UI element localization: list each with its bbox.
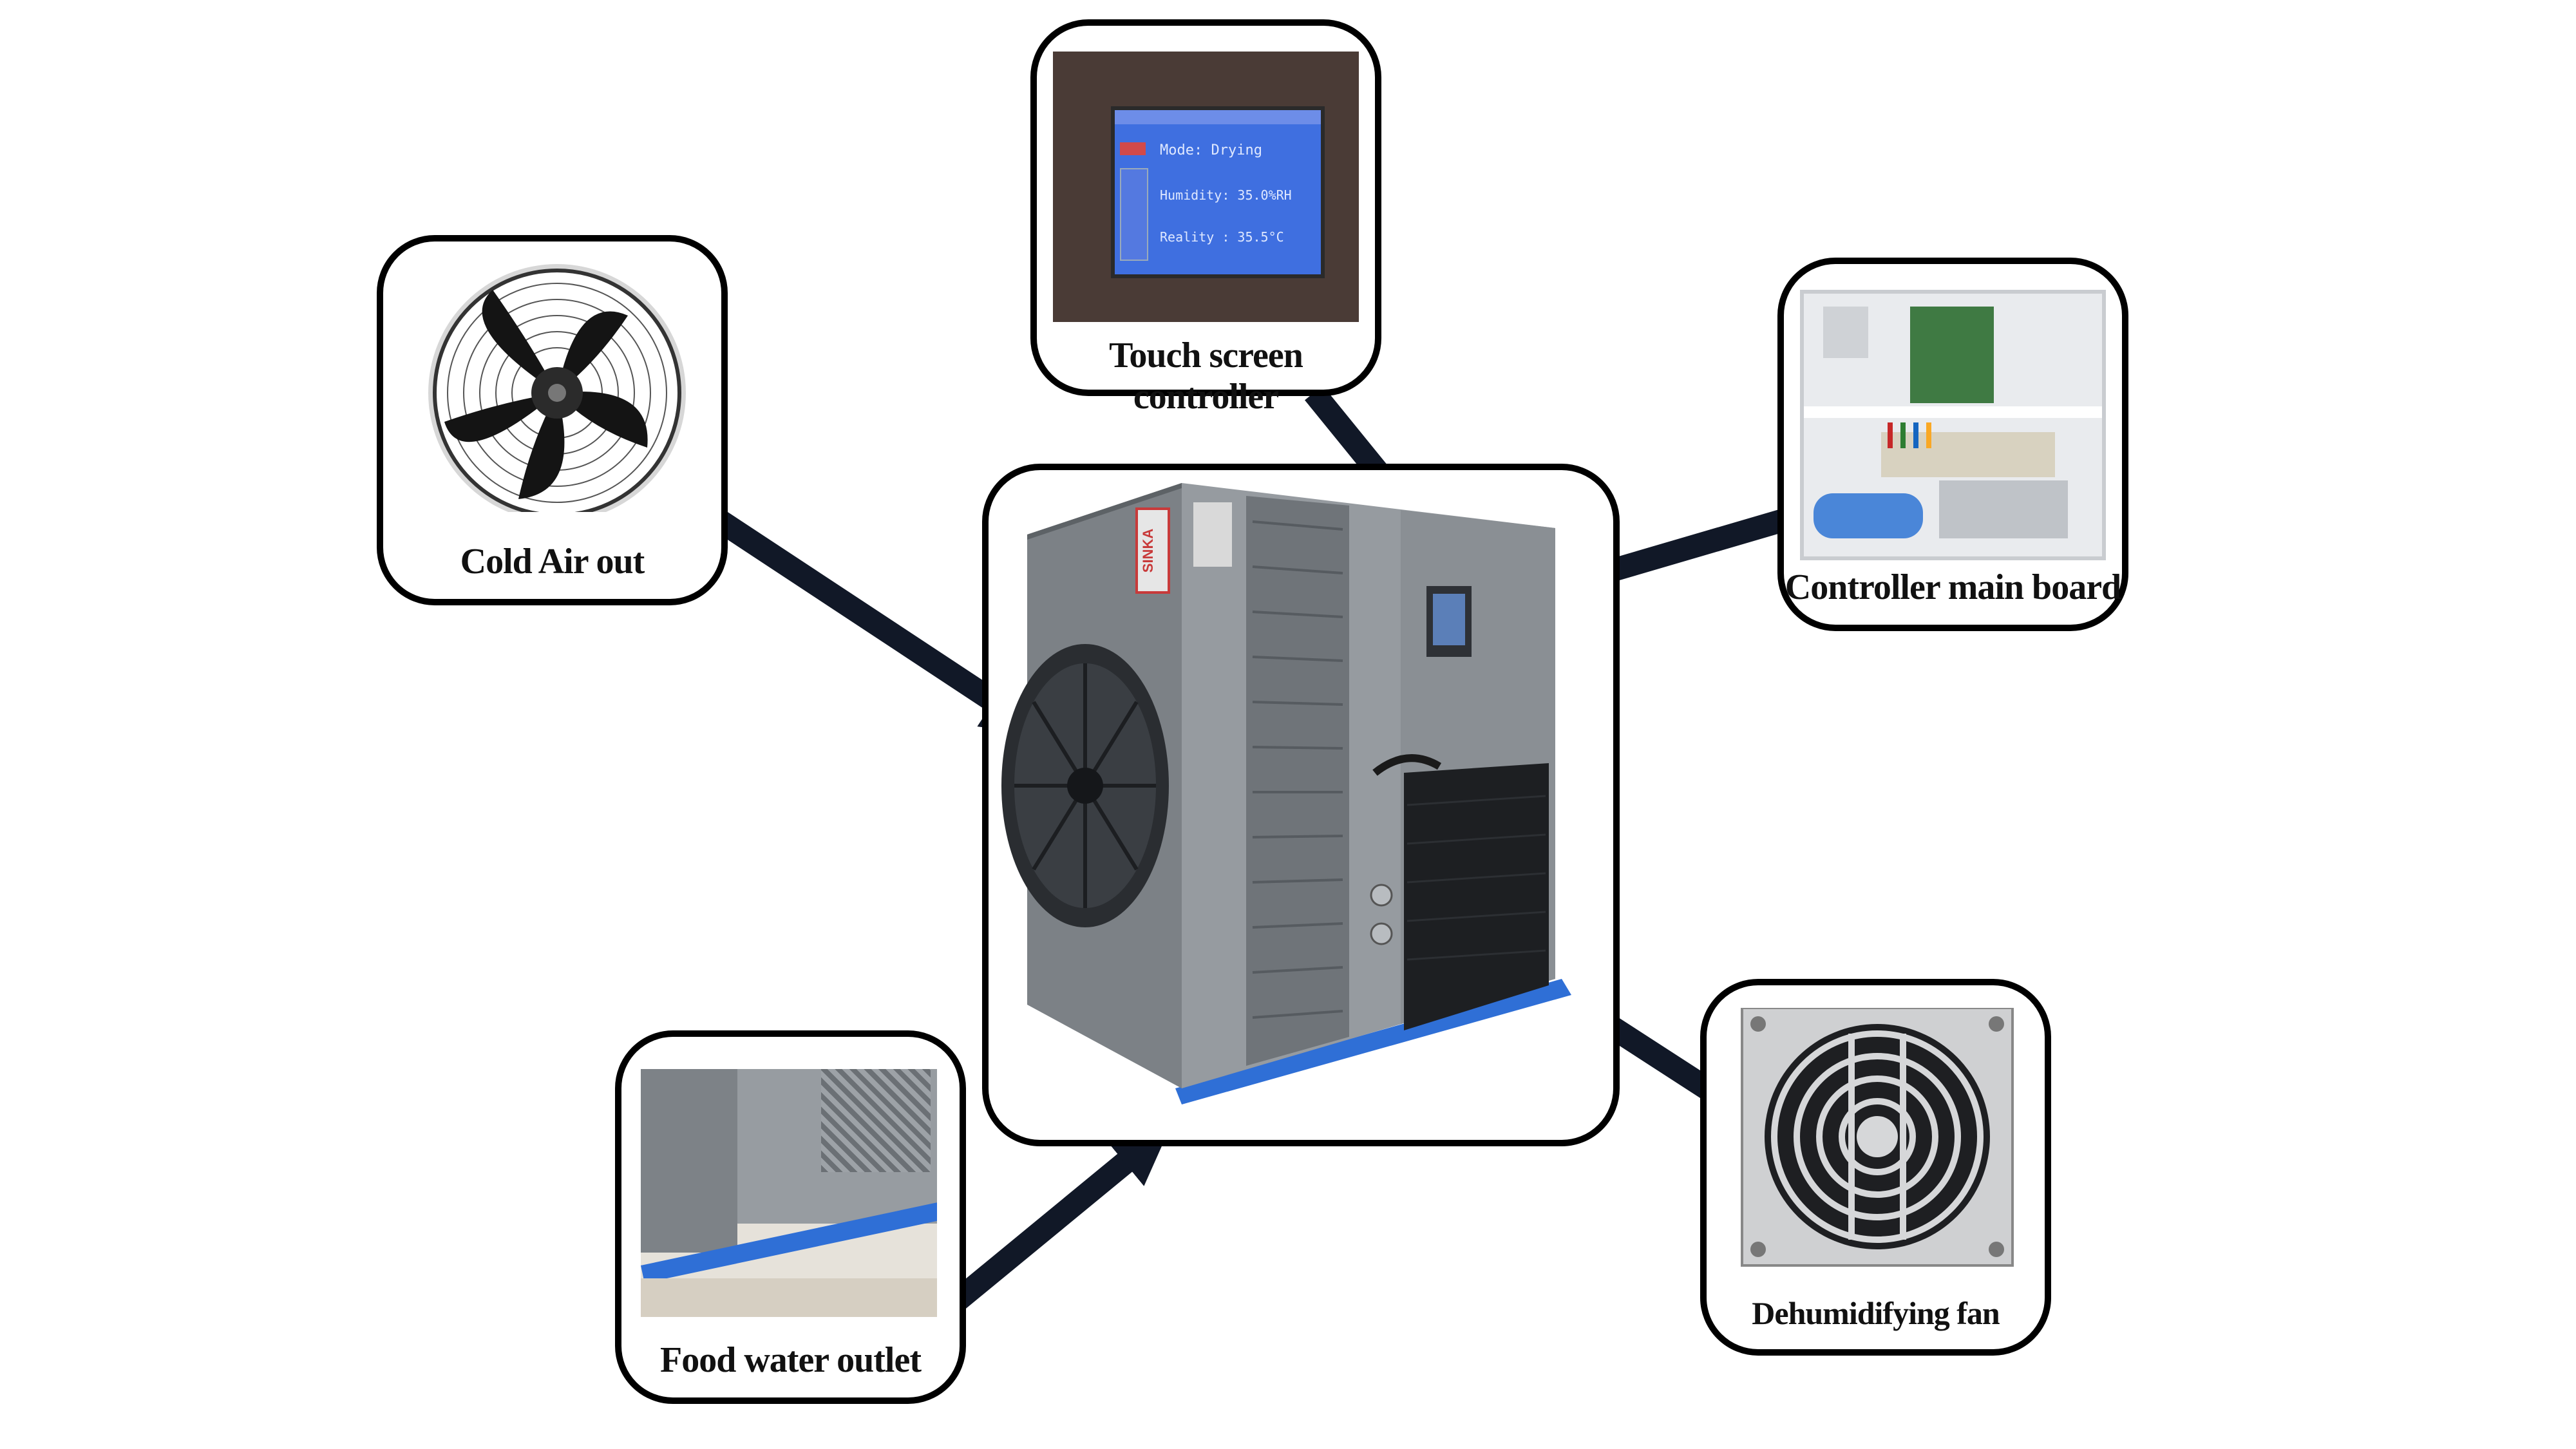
axial-fan-photo xyxy=(428,264,686,512)
arrow-cold-air xyxy=(715,511,1045,735)
food-water-outlet-label: Food water outlet xyxy=(660,1340,922,1380)
screen-line-3: Reality : 35.5°C xyxy=(1160,229,1284,245)
heat-pump-dryer-illustration: SINKA xyxy=(1001,483,1571,1104)
food-water-outlet-photo xyxy=(641,1069,937,1317)
dehumidifying-fan-photo xyxy=(1741,1008,2014,1267)
screen-line-2: Humidity: 35.0%RH xyxy=(1160,187,1292,203)
dehumidifying-fan-label: Dehumidifying fan xyxy=(1752,1295,2000,1331)
arrow-food-water xyxy=(945,1124,1171,1313)
controller-main-board-box: Controller main board xyxy=(1777,258,2128,631)
screen-line-1: Mode: Drying xyxy=(1160,142,1262,158)
touch-screen-display: Mode: Drying Humidity: 35.0%RH Reality :… xyxy=(1111,106,1325,278)
cold-air-out-box: Cold Air out xyxy=(377,235,728,605)
machine-box: SINKA xyxy=(982,464,1620,1146)
touch-screen-photo: Mode: Drying Humidity: 35.0%RH Reality :… xyxy=(1053,52,1359,322)
controller-main-board-label: Controller main board xyxy=(1785,567,2121,607)
touch-screen-controller-box: Mode: Drying Humidity: 35.0%RH Reality :… xyxy=(1030,19,1381,417)
brand-plate-text: SINKA xyxy=(1140,529,1156,573)
dehumidifying-fan-box: Dehumidifying fan xyxy=(1700,979,2051,1356)
touch-screen-label: Touch screen controller xyxy=(1109,336,1303,417)
food-water-outlet-box: Food water outlet xyxy=(615,1030,966,1404)
cold-air-out-label: Cold Air out xyxy=(460,542,645,582)
controller-board-photo xyxy=(1800,290,2106,560)
